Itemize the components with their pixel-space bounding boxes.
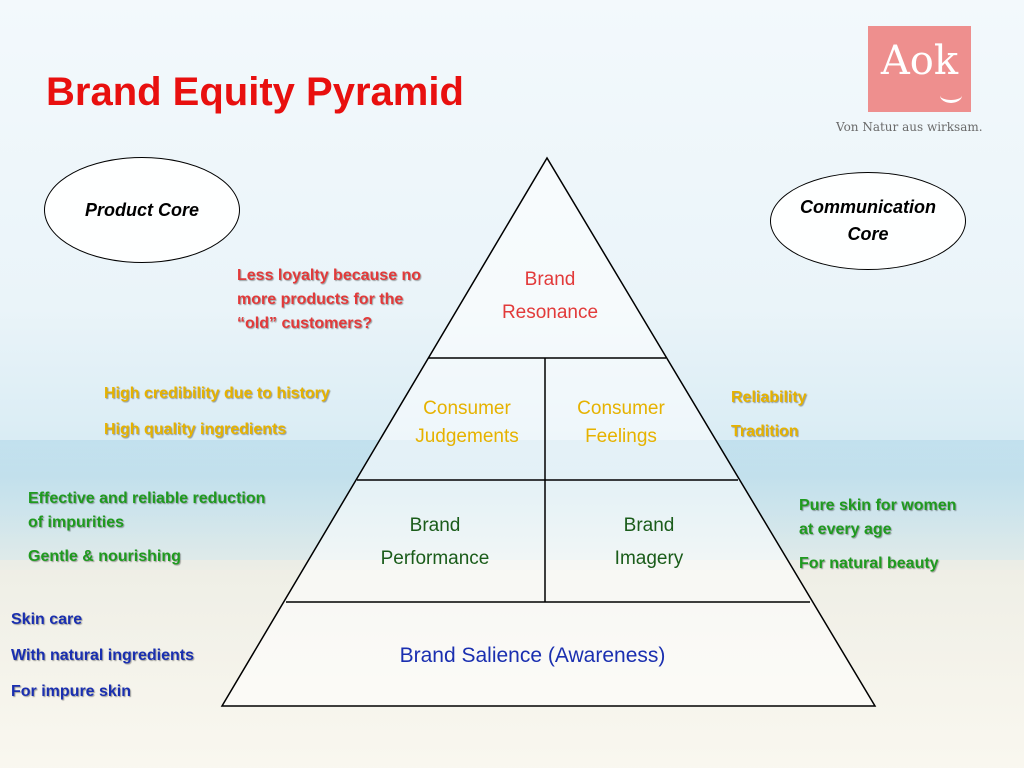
slide-title: Brand Equity Pyramid [46, 70, 464, 114]
performance-annotation: Effective and reliable reduction of impu… [28, 490, 266, 565]
logo-text: Aok [880, 38, 959, 84]
communication-core-label-line1: Communication [799, 197, 936, 217]
product-core-ellipse: Product Core [44, 157, 240, 263]
imagery-annotation: Pure skin for women at every age For nat… [799, 497, 957, 572]
consumer-feelings-label: Consumer Feelings [577, 398, 665, 447]
judgements-annotation: High credibility due to history High qua… [104, 385, 330, 438]
communication-core-label-line2: Core [847, 224, 889, 244]
brand-resonance-label: Brand Resonance [501, 269, 599, 323]
resonance-annotation: Less loyalty because no more products fo… [237, 267, 422, 332]
brand-salience-label: Brand Salience (Awareness) [399, 644, 666, 667]
logo-swoosh-icon [940, 88, 962, 103]
feelings-annotation: Reliability Tradition [731, 389, 807, 440]
pyramid-outline [220, 156, 877, 707]
aok-logo: Aok [868, 26, 971, 112]
communication-core-ellipse: Communication Core [770, 172, 966, 270]
brand-performance-label: Brand Performance [380, 515, 490, 569]
logo-tagline: Von Natur aus wirksam. [836, 120, 983, 134]
salience-annotation: Skin care With natural ingredients For i… [11, 611, 194, 700]
consumer-judgements-label: Consumer Judgements [415, 398, 519, 447]
brand-imagery-label: Brand Imagery [614, 515, 684, 569]
product-core-label: Product Core [84, 199, 199, 220]
